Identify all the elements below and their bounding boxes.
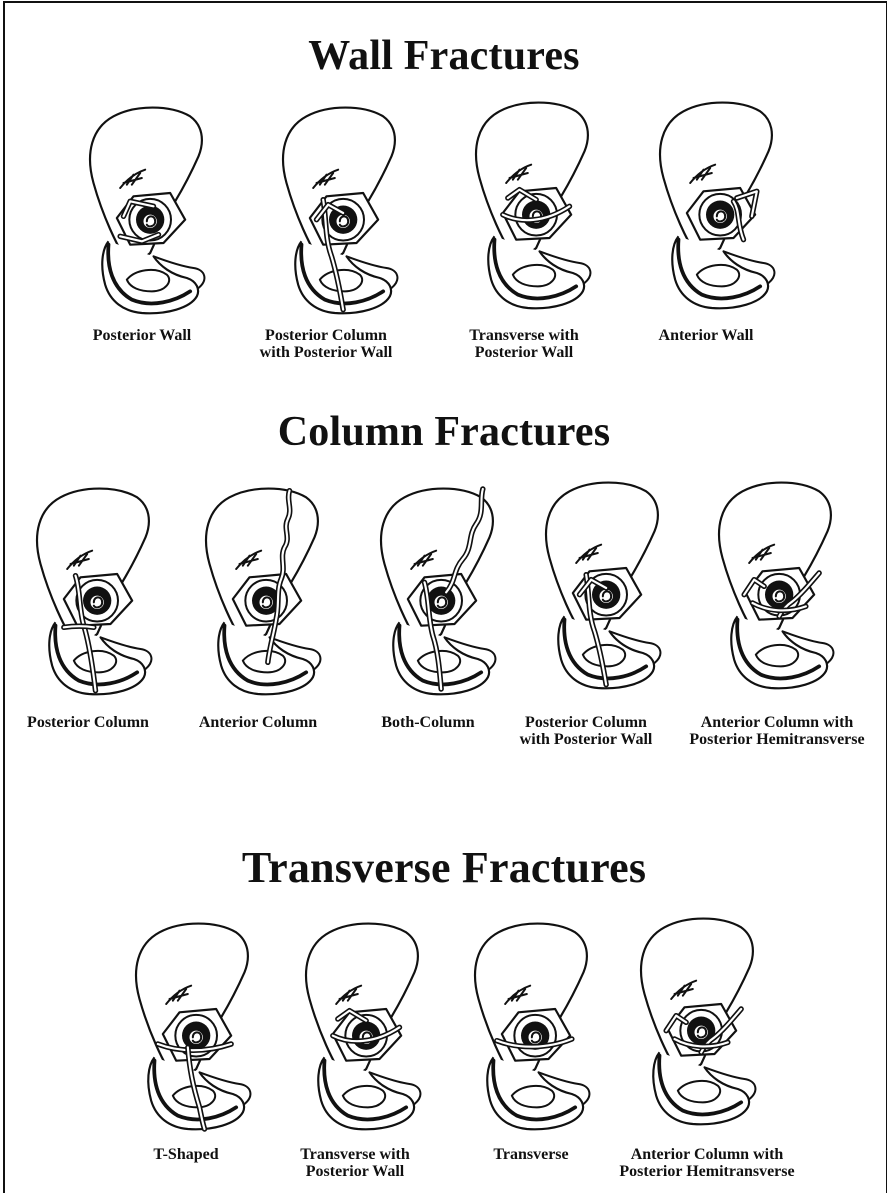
pelvis-illustration-posterior-wall: [71, 103, 211, 308]
pelvis-drawing: [287, 919, 437, 1134]
pelvis-drawing: [622, 914, 772, 1129]
caption-transverse-posterior-wall-2: Transverse with Posterior Wall: [300, 1146, 409, 1180]
caption-posterior-wall: Posterior Wall: [93, 327, 192, 344]
section-title-wall-fractures: Wall Fractures: [0, 32, 888, 80]
pelvis-illustration-both-column: [362, 484, 502, 689]
caption-anterior-wall: Anterior Wall: [659, 327, 754, 344]
pelvis-illustration-anterior-wall: [641, 98, 781, 303]
pelvis-drawing: [527, 478, 677, 693]
pelvis-drawing: [641, 98, 791, 313]
caption-transverse-posterior-wall: Transverse with Posterior Wall: [469, 327, 578, 361]
pelvis-illustration-anterior-column-posterior-hemitransverse: [700, 478, 840, 683]
pelvis-illustration-transverse-posterior-wall: [457, 98, 597, 303]
caption-transverse: Transverse: [493, 1146, 568, 1163]
pelvis-illustration-posterior-column: [18, 484, 158, 689]
section-title-column-fractures: Column Fractures: [0, 408, 888, 456]
pelvis-drawing: [700, 478, 850, 693]
section-title-transverse-fractures: Transverse Fractures: [0, 842, 888, 893]
pelvis-drawing: [18, 484, 168, 699]
pelvis-drawing: [117, 919, 267, 1134]
caption-anterior-column: Anterior Column: [199, 714, 317, 731]
pelvis-illustration-posterior-column-posterior-wall-2: [527, 478, 667, 683]
pelvis-illustration-posterior-column-posterior-wall: [264, 103, 404, 308]
caption-both-column: Both-Column: [381, 714, 474, 731]
caption-anterior-column-posterior-hemitransverse: Anterior Column with Posterior Hemitrans…: [689, 714, 864, 748]
caption-posterior-column-posterior-wall-2: Posterior Column with Posterior Wall: [520, 714, 653, 748]
pelvis-illustration-transverse: [456, 919, 596, 1124]
fracture-line-gap-2: [64, 626, 94, 627]
caption-t-shaped: T-Shaped: [153, 1146, 218, 1163]
pelvis-drawing: [456, 919, 606, 1134]
pelvis-drawing: [264, 103, 414, 318]
pelvis-illustration-anterior-column: [187, 484, 327, 689]
pelvis-illustration-anterior-column-posterior-hemitransverse-2: [622, 914, 762, 1119]
pelvis-drawing: [187, 484, 337, 699]
pelvis-drawing: [457, 98, 607, 313]
caption-posterior-column-posterior-wall: Posterior Column with Posterior Wall: [260, 327, 393, 361]
caption-posterior-column: Posterior Column: [27, 714, 149, 731]
caption-anterior-column-posterior-hemitransverse-2: Anterior Column with Posterior Hemitrans…: [619, 1146, 794, 1180]
pelvis-drawing: [362, 484, 512, 699]
pelvis-illustration-transverse-posterior-wall-2: [287, 919, 427, 1124]
pelvis-illustration-t-shaped: [117, 919, 257, 1124]
pelvis-drawing: [71, 103, 221, 318]
